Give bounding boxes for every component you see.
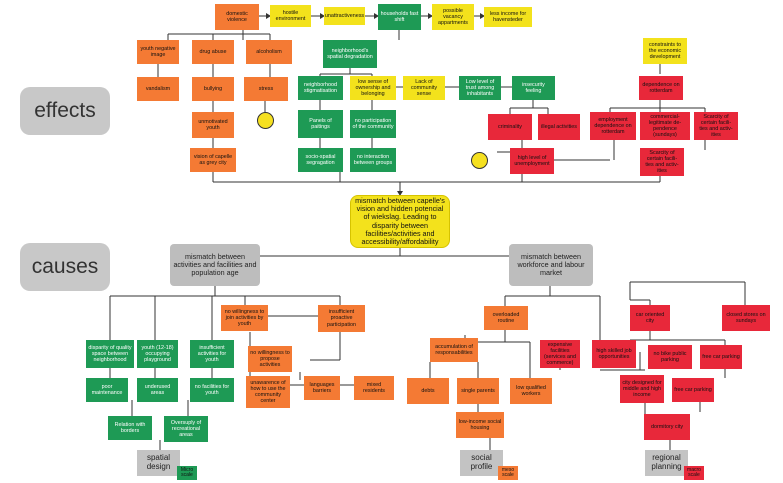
node-households-fast-shift: households fast shift <box>378 4 421 30</box>
node-debts: debts <box>407 378 449 404</box>
highlight-circle-marker <box>257 112 274 129</box>
node-scarcity-1: Scarcity of certain facili- ties and act… <box>694 112 738 140</box>
node-insufficient-activities: insufficient activities for youth <box>190 340 234 368</box>
node-insufficient-participation: insufficient proactive participation <box>318 305 365 332</box>
footer-social-profile: social profile <box>460 450 503 476</box>
node-vision-grey: vision of capelle as grey city <box>190 148 236 172</box>
node-low-income-housing: low-income social housing <box>456 412 504 438</box>
node-hostile-environment: hostile environment <box>270 5 311 27</box>
node-poor-maintenance: poor maintenance <box>86 378 128 402</box>
node-oversupply: Oversuply of recreational areas <box>164 416 208 442</box>
node-alcoholism: alcoholism <box>246 40 292 64</box>
node-scarcity-2: Scarcity of certain facili- ties and act… <box>640 148 684 176</box>
node-youth-playground: youth (12-18) occupying playground <box>137 340 178 368</box>
node-free-car-2: free car parking <box>672 378 714 402</box>
footer-spatial-design: spatial design <box>137 450 180 476</box>
causes-label: causes <box>20 243 110 291</box>
node-vandalism: vandalism <box>137 77 179 101</box>
node-criminality: criminality <box>488 114 532 140</box>
mismatch-workforce: mismatch between workforce and labour ma… <box>509 244 593 286</box>
central-problem: mismatch between capelle's vision and hi… <box>350 195 450 248</box>
node-constraints: constraints to the economic development <box>643 38 687 64</box>
node-domestic-violence: domestic violence <box>215 4 259 30</box>
node-no-facilities-youth: no facilities for youth <box>190 378 234 402</box>
node-unemployment: high level of unemployment <box>510 148 554 174</box>
footer-regional-planning: regional planning <box>645 450 688 476</box>
node-no-participation: no participation of the community <box>350 110 396 138</box>
node-commercial-dependence: commercial- legitimate de- pendence (sun… <box>640 112 690 140</box>
effects-label: effects <box>20 87 110 135</box>
node-low-ownership: low sense of ownership and belonging <box>350 76 396 100</box>
node-city-designed: city designed for middle and high income <box>620 375 664 403</box>
node-free-car-1: free car parking <box>700 345 742 369</box>
node-accumulation: accumulation of responsabilities <box>430 338 478 362</box>
node-spatial-degradation: neighborhood's spatial degradation <box>323 40 377 68</box>
node-lack-community: Lack of community sense <box>403 76 445 100</box>
node-low-qualified: low qualified workers <box>510 378 552 404</box>
node-no-willingness-join: no willingness to join activities by you… <box>221 305 268 331</box>
node-less-income: less income for havensteder <box>484 7 532 27</box>
node-dependence: dependence on rotterdam <box>639 76 683 100</box>
node-disparity-quality: disparity of quality space between neigh… <box>86 340 134 368</box>
scale-tag-micro: Micro scale <box>177 466 197 480</box>
node-no-interaction: no interaction between groups <box>350 148 396 172</box>
node-unattractiveness: unattractiveness <box>324 7 365 25</box>
node-expensive-facilities: expensive facilities (services and comme… <box>540 340 580 368</box>
node-mixed-residents: mixed residents <box>354 376 394 400</box>
node-closed-stores: closed stores on sundays <box>722 305 770 331</box>
node-no-bike: no bike public parking <box>648 345 692 369</box>
node-underused-areas: underused areas <box>137 378 178 402</box>
node-segregation: socio-spatial segragation <box>298 148 343 172</box>
node-insecurity: insecurity feeling <box>512 76 555 100</box>
node-no-willingness-propose: no willingness to propose activities <box>248 346 292 372</box>
node-stress: stress <box>244 77 288 101</box>
node-unmotivated-youth: unmotivated youth <box>192 112 234 138</box>
node-vacancy: possible vacancy appartments <box>432 4 474 30</box>
highlight-circle-marker <box>471 152 488 169</box>
node-illegal-activities: illegal activities <box>538 114 580 140</box>
node-car-oriented: car oriented city <box>630 305 670 331</box>
node-low-trust: Low level of trust among inhabitants <box>459 76 501 100</box>
node-stigmatisation: neighborhood stigmatisation <box>298 76 343 100</box>
node-relation-borders: Relation with borders <box>108 416 152 440</box>
mismatch-activities: mismatch between activities and faciliti… <box>170 244 260 286</box>
node-high-skilled: high skilled job opportunities <box>592 340 636 368</box>
scale-tag-meso: meso scale <box>498 466 518 480</box>
node-bullying: bullying <box>192 77 234 101</box>
node-languages: languages barriers <box>304 376 340 400</box>
node-youth-negative-image: youth negative image <box>137 40 179 64</box>
node-overloaded: overloaded routine <box>484 306 528 330</box>
node-dormitory: dormitory city <box>644 414 690 440</box>
node-single-parents: single parents <box>457 378 499 404</box>
node-drug-abuse: drug abuse <box>192 40 234 64</box>
node-employment-dependence: employment dependence on rotterdam <box>590 112 636 140</box>
scale-tag-macro: macro scale <box>684 466 704 480</box>
node-unawareness: unawarence of how to use the community c… <box>246 376 290 408</box>
node-panels: Panels of paitings <box>298 110 343 138</box>
